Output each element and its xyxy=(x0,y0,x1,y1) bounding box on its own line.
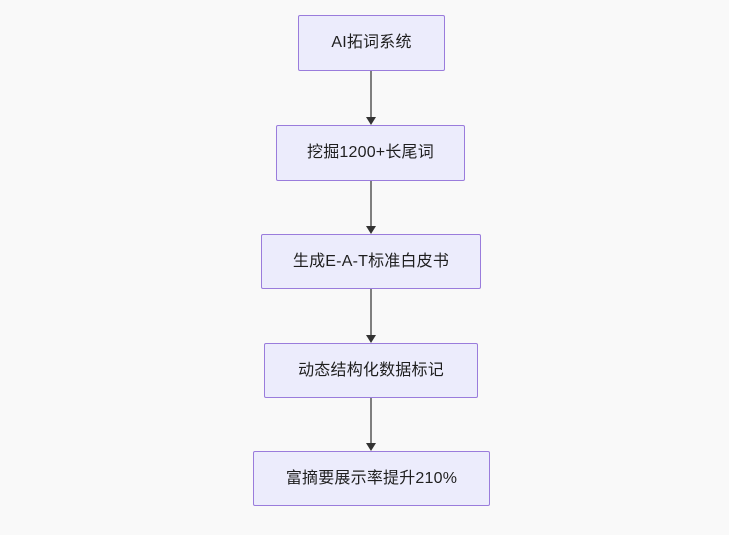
flowchart-node-1-label: AI拓词系统 xyxy=(331,34,412,52)
flowchart-node-3[interactable]: 生成E-A-T标准白皮书 xyxy=(261,234,481,289)
flowchart-node-3-label: 生成E-A-T标准白皮书 xyxy=(292,252,450,270)
arrow-head-icon xyxy=(366,335,376,343)
flowchart-node-4[interactable]: 动态结构化数据标记 xyxy=(264,343,478,398)
flowchart-node-1[interactable]: AI拓词系统 xyxy=(298,15,445,71)
arrow-head-icon xyxy=(366,443,376,451)
flowchart-node-4-label: 动态结构化数据标记 xyxy=(298,361,444,379)
flowchart-edge-2-3 xyxy=(361,181,381,234)
arrow-head-icon xyxy=(366,117,376,125)
flowchart-node-2-label: 挖掘1200+长尾词 xyxy=(307,144,434,162)
edge-line xyxy=(370,181,372,227)
flowchart-edge-3-4 xyxy=(361,289,381,343)
flowchart-node-5[interactable]: 富摘要展示率提升210% xyxy=(253,451,490,506)
edge-line xyxy=(370,71,372,118)
arrow-head-icon xyxy=(366,226,376,234)
edge-line xyxy=(370,398,372,444)
flowchart-node-2[interactable]: 挖掘1200+长尾词 xyxy=(276,125,465,181)
flowchart-node-5-label: 富摘要展示率提升210% xyxy=(285,469,458,487)
flowchart-edge-4-5 xyxy=(361,398,381,451)
edge-line xyxy=(370,289,372,336)
flowchart-edge-1-2 xyxy=(361,71,381,125)
